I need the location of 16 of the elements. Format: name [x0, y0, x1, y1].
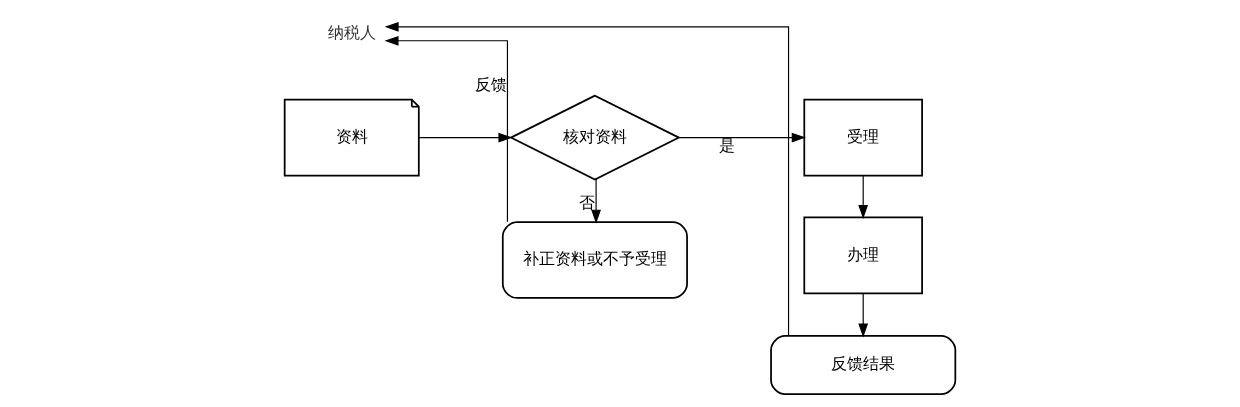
node-text: 纳税人: [327, 23, 376, 43]
arrow: [591, 178, 601, 224]
node-box: 补正资料或不予受理: [501, 221, 688, 299]
arrow: [678, 132, 806, 143]
node-box: 办理: [803, 216, 923, 295]
node-box: 受理: [803, 98, 923, 177]
arrow: [858, 174, 869, 219]
edge-label: 是: [718, 135, 735, 155]
arrow: [418, 132, 513, 143]
arrow: [384, 35, 509, 223]
node-diamond: 核对资料: [509, 94, 681, 181]
arrow: [384, 21, 790, 337]
arrow: [858, 292, 869, 338]
edge-label: 反馈: [474, 74, 507, 94]
node-box: 反馈结果: [770, 335, 957, 396]
edge-label: 否: [579, 192, 596, 212]
